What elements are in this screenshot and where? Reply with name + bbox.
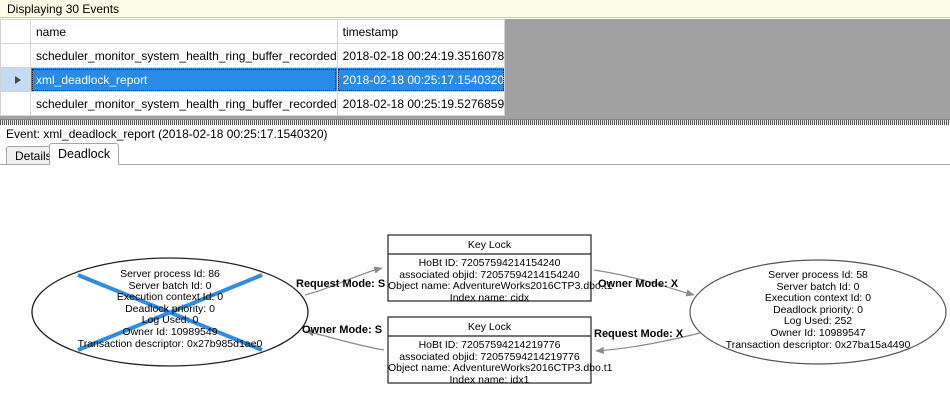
- event-header-bar: Event: xml_deadlock_report (2018-02-18 0…: [0, 125, 950, 143]
- row-name-cell[interactable]: scheduler_monitor_system_health_ring_buf…: [30, 43, 338, 68]
- edge-label-request-mode-x: Request Mode: X: [594, 328, 684, 340]
- process-victim-line-1: Server process Id: 86: [120, 268, 220, 280]
- column-header-name[interactable]: name: [30, 19, 338, 44]
- tab-strip: Details Deadlock: [0, 143, 950, 165]
- table-row[interactable]: scheduler_monitor_system_health_ring_buf…: [0, 91, 506, 116]
- process-owner-line-2: Server batch Id: 0: [776, 280, 860, 293]
- table-row-selected[interactable]: xml_deadlock_report 2018-02-18 00:25:17.…: [0, 67, 506, 92]
- resource-bottom-details: HoBt ID: 72057594214219776 associated ob…: [388, 339, 613, 386]
- column-header-timestamp[interactable]: timestamp: [336, 19, 506, 44]
- tab-deadlock[interactable]: Deadlock: [49, 143, 120, 165]
- edge-label-owner-mode-s: Owner Mode: S: [302, 324, 383, 336]
- edge-label-request-mode-s: Request Mode: S: [296, 278, 386, 290]
- row-selector-cell[interactable]: [0, 91, 31, 116]
- process-owner-line-4: Deadlock priority: 0: [773, 303, 863, 316]
- events-grid[interactable]: name timestamp scheduler_monitor_system_…: [0, 19, 950, 120]
- edge-request-mode-x: [595, 332, 701, 355]
- column-header-selector[interactable]: [0, 19, 31, 44]
- events-banner-label: Displaying 30 Events: [7, 2, 120, 16]
- process-owner-line-5: Log Used: 252: [783, 315, 853, 328]
- resource-top-line-1: HoBt ID: 72057594214154240: [418, 257, 561, 269]
- resource-top-line-3: Object name: AdventureWorks2016CTP3.dbo.…: [388, 280, 613, 293]
- victim-cross-stroke-2: [77, 273, 263, 352]
- events-table-body: scheduler_monitor_system_health_ring_buf…: [0, 43, 506, 116]
- row-timestamp-cell[interactable]: 2018-02-18 00:24:19.3516078: [336, 43, 506, 68]
- resource-bottom-line-3: Object name: AdventureWorks2016CTP3.dbo.…: [388, 362, 613, 375]
- events-banner: Displaying 30 Events: [0, 0, 950, 18]
- resource-node-key-lock-bottom[interactable]: [387, 316, 592, 384]
- process-victim-line-4: Deadlock priority: 0: [125, 302, 215, 315]
- edge-request-mode-s: [304, 266, 383, 296]
- process-victim-details: Server process Id: 86 Server batch Id: 0…: [40, 268, 300, 350]
- events-table: name timestamp scheduler_monitor_system_…: [0, 19, 506, 116]
- process-victim-line-6: Owner Id: 10989549: [122, 325, 218, 338]
- process-owner-line-3: Execution context Id: 0: [764, 292, 872, 305]
- deadlock-graph-canvas[interactable]: Server process Id: 86 Server batch Id: 0…: [0, 164, 950, 400]
- row-selector-cell[interactable]: [0, 43, 31, 68]
- event-header-label: Event: xml_deadlock_report (2018-02-18 0…: [6, 127, 328, 141]
- current-row-arrow-icon: [15, 75, 21, 84]
- row-name-cell[interactable]: xml_deadlock_report: [30, 67, 338, 92]
- deadlock-graph-svg: [31, 234, 947, 384]
- resource-bottom-line-1: HoBt ID: 72057594214219776: [418, 339, 561, 351]
- process-owner-details: Server process Id: 58 Server batch Id: 0…: [690, 269, 946, 351]
- row-selector-cell[interactable]: [0, 67, 31, 92]
- events-table-header: name timestamp: [0, 19, 506, 44]
- resource-bottom-line-2: associated objid: 72057594214219776: [399, 350, 580, 363]
- process-owner-line-6: Owner Id: 10989547: [770, 326, 866, 339]
- edge-owner-mode-s: [305, 329, 385, 351]
- resource-top-details: HoBt ID: 72057594214154240 associated ob…: [388, 257, 613, 304]
- resource-node-key-lock-top[interactable]: [387, 234, 592, 302]
- resource-top-title: Key Lock: [467, 239, 512, 251]
- header-row: name timestamp: [0, 19, 506, 44]
- edge-owner-mode-x: [593, 269, 695, 297]
- process-victim-line-2: Server batch Id: 0: [128, 279, 212, 292]
- horizontal-splitter[interactable]: [0, 120, 950, 125]
- process-victim-line-5: Log Used: 0: [141, 314, 199, 327]
- process-node-owner[interactable]: [689, 259, 947, 365]
- row-timestamp-cell[interactable]: 2018-02-18 00:25:19.5276859: [336, 91, 506, 116]
- resource-top-line-4: Index name: cidx: [449, 291, 530, 304]
- process-victim-line-3: Execution context Id: 0: [116, 291, 224, 304]
- process-victim-line-7: Transaction descriptor: 0x27b985d1ae0: [77, 337, 263, 350]
- table-row[interactable]: scheduler_monitor_system_health_ring_buf…: [0, 43, 506, 68]
- resource-top-line-2: associated objid: 72057594214154240: [399, 268, 580, 281]
- row-timestamp-cell[interactable]: 2018-02-18 00:25:17.1540320: [336, 67, 506, 92]
- resource-bottom-title: Key Lock: [467, 321, 512, 333]
- process-owner-line-1: Server process Id: 58: [768, 269, 868, 281]
- process-owner-line-7: Transaction descriptor: 0x27ba15a4490: [725, 338, 911, 351]
- resource-bottom-line-4: Index name: idx1: [449, 373, 530, 386]
- edge-label-owner-mode-x: Owner Mode: X: [598, 278, 679, 290]
- tab-details[interactable]: Details: [6, 146, 61, 165]
- row-name-cell[interactable]: scheduler_monitor_system_health_ring_buf…: [30, 91, 338, 116]
